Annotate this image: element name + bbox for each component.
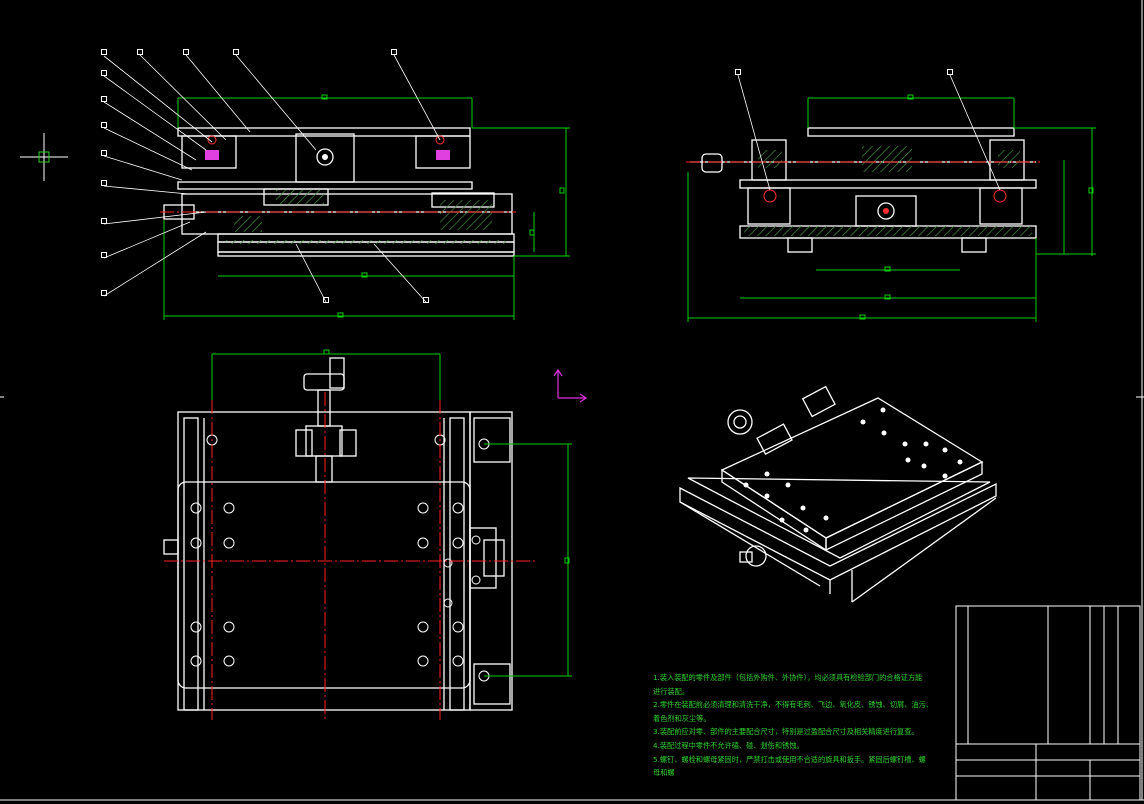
tech-note-line: 3.装配前应对零、部件的主要配合尺寸，特别是过盈配合尺寸及相关精度进行复查。 — [653, 727, 919, 737]
balloon-marker — [101, 150, 107, 156]
tech-note-line: 5.螺钉、螺栓和螺母紧固时，严禁打击或使用不合适的旋具和扳手。紧固后螺钉槽、螺 — [653, 754, 926, 764]
side-view — [686, 74, 1096, 322]
balloon-marker — [101, 180, 107, 186]
balloon-marker — [947, 69, 953, 75]
tech-note-line: 着色剂和灰尘等。 — [653, 713, 711, 723]
balloon-marker — [101, 49, 107, 55]
balloon-marker — [101, 290, 107, 296]
balloon-marker — [423, 297, 429, 303]
balloon-marker — [101, 122, 107, 128]
front-view — [103, 54, 570, 320]
balloon-marker — [233, 49, 239, 55]
technical-requirements: 1.装入装配的零件及部件（包括外购件、外协件），均必须具有检验部门的合格证方能 … — [653, 671, 943, 780]
tech-note-line: 2.零件在装配前必须清理和清洗干净，不得有毛刺、飞边、氧化皮、锈蚀、切屑、油污、 — [653, 700, 933, 710]
isometric-view — [679, 385, 997, 603]
crosshair-cursor — [20, 133, 68, 181]
tech-note-line: 进行装配。 — [653, 686, 689, 696]
tech-note-line: 母和螺 — [653, 768, 675, 778]
tech-note-line: 1.装入装配的零件及部件（包括外购件、外协件），均必须具有检验部门的合格证方能 — [653, 673, 923, 682]
balloon-marker — [101, 218, 107, 224]
balloon-callouts — [101, 49, 953, 303]
balloon-marker — [391, 49, 397, 55]
balloon-marker — [101, 70, 107, 76]
balloon-marker — [101, 252, 107, 258]
balloon-marker — [101, 96, 107, 102]
balloon-marker — [323, 297, 329, 303]
title-block — [955, 605, 1141, 801]
balloon-marker — [735, 69, 741, 75]
balloon-marker — [183, 49, 189, 55]
top-view — [163, 349, 588, 722]
balloon-marker — [137, 49, 143, 55]
tech-note-line: 4.装配过程中零件不允许磕、碰、划伤和锈蚀。 — [653, 740, 804, 750]
balloon-marker — [101, 70, 107, 76]
